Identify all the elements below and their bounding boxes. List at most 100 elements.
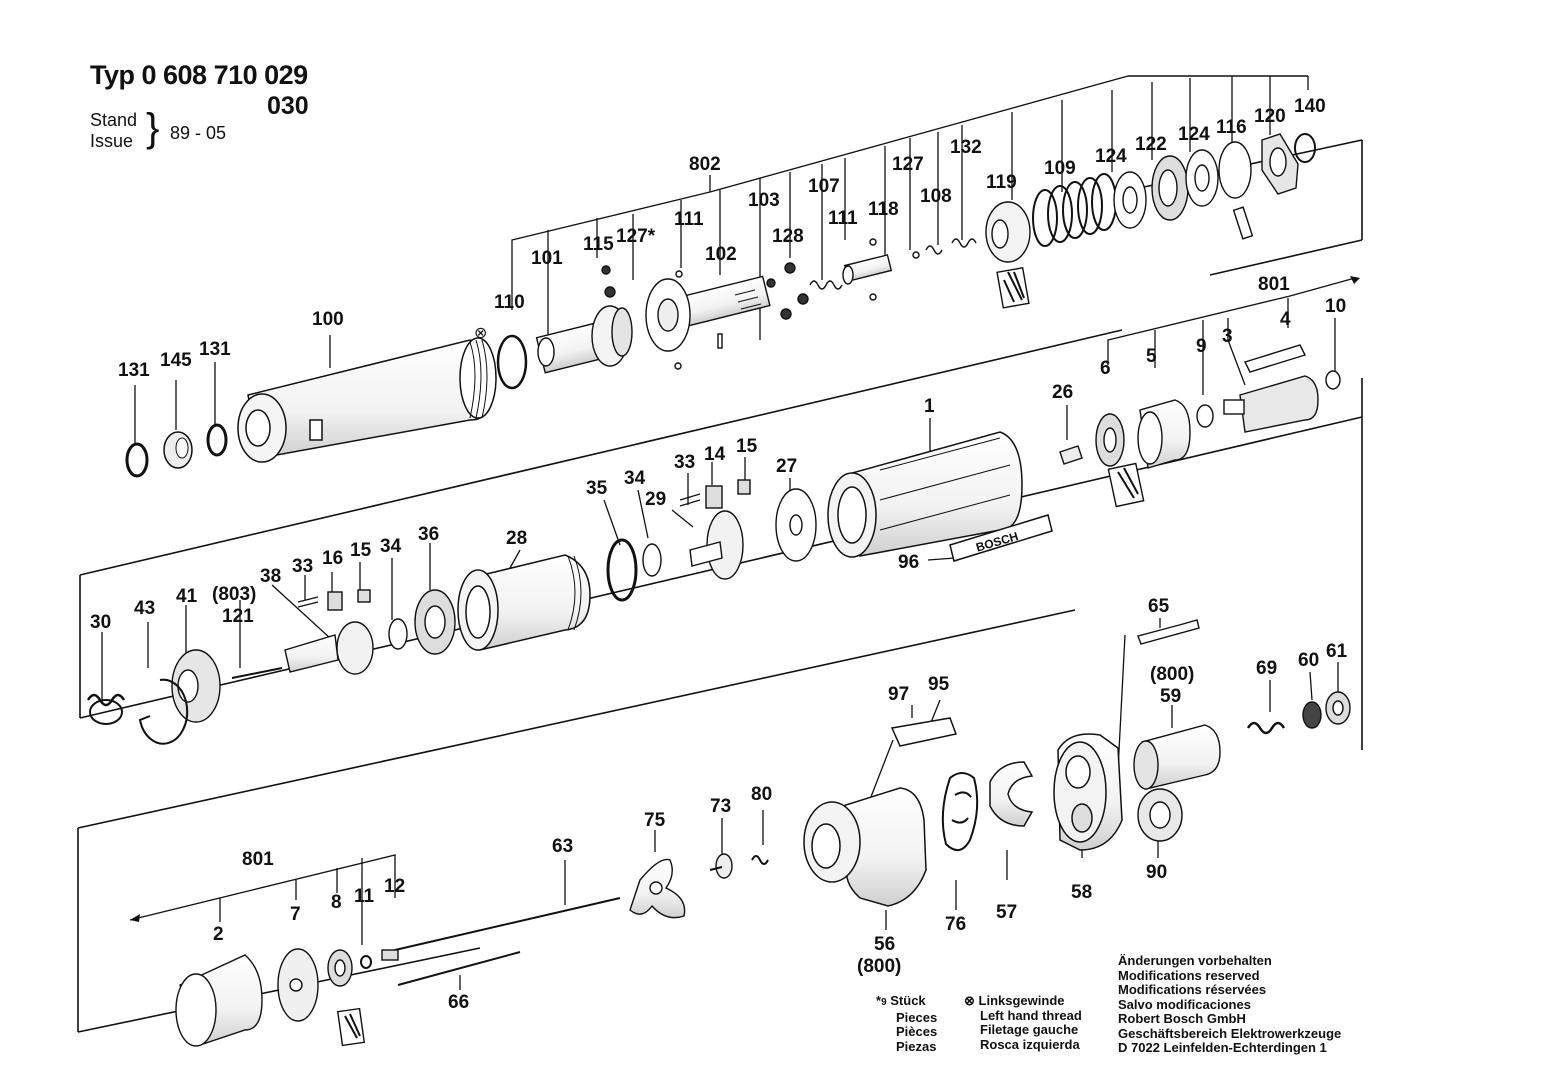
clamp-57 [989,761,1034,827]
gear-housing-56 [803,717,958,907]
label-127-star: 127* [616,226,656,247]
label-800-b: (800) [857,956,901,977]
label-41: 41 [176,586,198,607]
label-2: 2 [213,924,224,945]
label-11: 11 [354,886,375,907]
bearing-41-group [86,649,221,745]
label-15-a: 15 [736,436,758,457]
label-76: 76 [945,914,966,935]
notice-line-6: Geschäftsbereich Elektrowerkzeuge [1118,1025,1342,1041]
label-102: 102 [705,244,737,265]
label-124-a: 124 [1095,146,1127,167]
label-80: 80 [751,784,772,805]
label-121: 121 [222,606,254,627]
label-27: 27 [776,456,797,477]
label-38: 38 [260,566,281,587]
disc-116 [1218,141,1254,240]
thread-es: Rosca izquierda [980,1036,1080,1052]
thread-de: Linksgewinde [978,993,1065,1008]
label-43: 43 [134,598,155,619]
label-3: 3 [1222,326,1233,347]
o-ring-110 [496,334,528,390]
balls-small [601,238,920,370]
label-56: 56 [874,934,895,955]
label-14: 14 [704,444,726,465]
arrow-head-right [1350,276,1360,284]
notice-line-3: Modifications réservées [1118,982,1267,997]
arrow-head-left [130,914,140,922]
label-16: 16 [322,548,343,569]
label-119: 119 [986,172,1017,193]
label-95: 95 [928,674,950,695]
svg-text:⊗: ⊗ [474,325,487,342]
washer-124a [1113,171,1147,229]
label-8: 8 [331,892,342,913]
notice-line-4: Salvo modificaciones [1118,996,1251,1012]
label-12: 12 [384,876,405,897]
spring-108 [925,245,943,255]
label-34-a: 34 [624,468,646,489]
washer-124b [1185,149,1219,207]
label-26: 26 [1052,382,1073,403]
thread-fr: Filetage gauche [980,1022,1079,1037]
label-35: 35 [586,478,608,499]
pieces-en: Pieces [896,1009,938,1025]
spindle-102 [645,275,771,352]
pieces-legend: *9 Stück Pieces Pièces Piezas [876,993,938,1054]
label-803: (803) [212,584,256,605]
label-73: 73 [710,796,731,817]
label-4: 4 [1280,309,1291,330]
notice-line-7: D 7022 Leinfelden-Echterdingen 1 [1118,1040,1327,1055]
issue-date: 89 - 05 [170,123,227,143]
label-34-b: 34 [380,536,402,557]
label-5: 5 [1146,346,1157,367]
stand-label: Stand [90,110,138,130]
leader-lines [101,75,1356,990]
housing-58 [1053,733,1123,851]
label-65: 65 [1148,596,1170,617]
label-59: 59 [1160,686,1181,707]
label-33-a: 33 [674,452,695,473]
label-801-a: 801 [1258,274,1290,295]
pieces-de: Stück [890,993,926,1008]
label-36: 36 [418,524,439,545]
thread-en: Left hand thread [980,1007,1082,1023]
label-101: 101 [531,248,563,269]
label-801-b: 801 [242,849,274,870]
label-58: 58 [1071,882,1092,903]
label-9: 9 [1196,336,1207,357]
label-90: 90 [1146,862,1167,883]
label-108: 108 [920,186,952,207]
o-ring-140 [1294,133,1316,163]
part-group-802 [496,133,1316,390]
label-107: 107 [808,176,840,197]
type-number: Typ 0 608 710 029 [90,60,308,90]
star-symbol: * [876,993,882,1008]
label-140: 140 [1294,96,1326,117]
label-30: 30 [90,612,111,633]
label-120: 120 [1254,106,1286,127]
pin-103 [717,333,723,349]
handle-group [1133,619,1351,842]
brace-glyph: } [146,106,160,150]
label-6: 6 [1100,358,1111,379]
label-122: 122 [1135,134,1167,155]
label-124-b: 124 [1178,124,1210,145]
issue-label: Issue [90,131,134,151]
label-63: 63 [552,836,573,857]
housing-100: ⊗ [237,325,497,463]
label-132: 132 [950,137,982,158]
part-number-labels: 802 110 101 115 127* 111 102 103 128 107… [90,96,1348,1013]
rotor-group-801 [1059,344,1341,508]
spindle-63-group [394,853,769,986]
spring-132 [951,238,977,248]
label-110: 110 [494,292,525,313]
label-131-b: 131 [199,339,231,360]
label-128: 128 [772,226,804,247]
label-800-a: (800) [1150,664,1194,685]
notice-line-5: Robert Bosch GmbH [1118,1011,1246,1026]
label-57: 57 [996,902,1017,923]
label-115: 115 [583,234,614,255]
spindle-101 [535,305,633,374]
gasket-76 [941,772,979,851]
